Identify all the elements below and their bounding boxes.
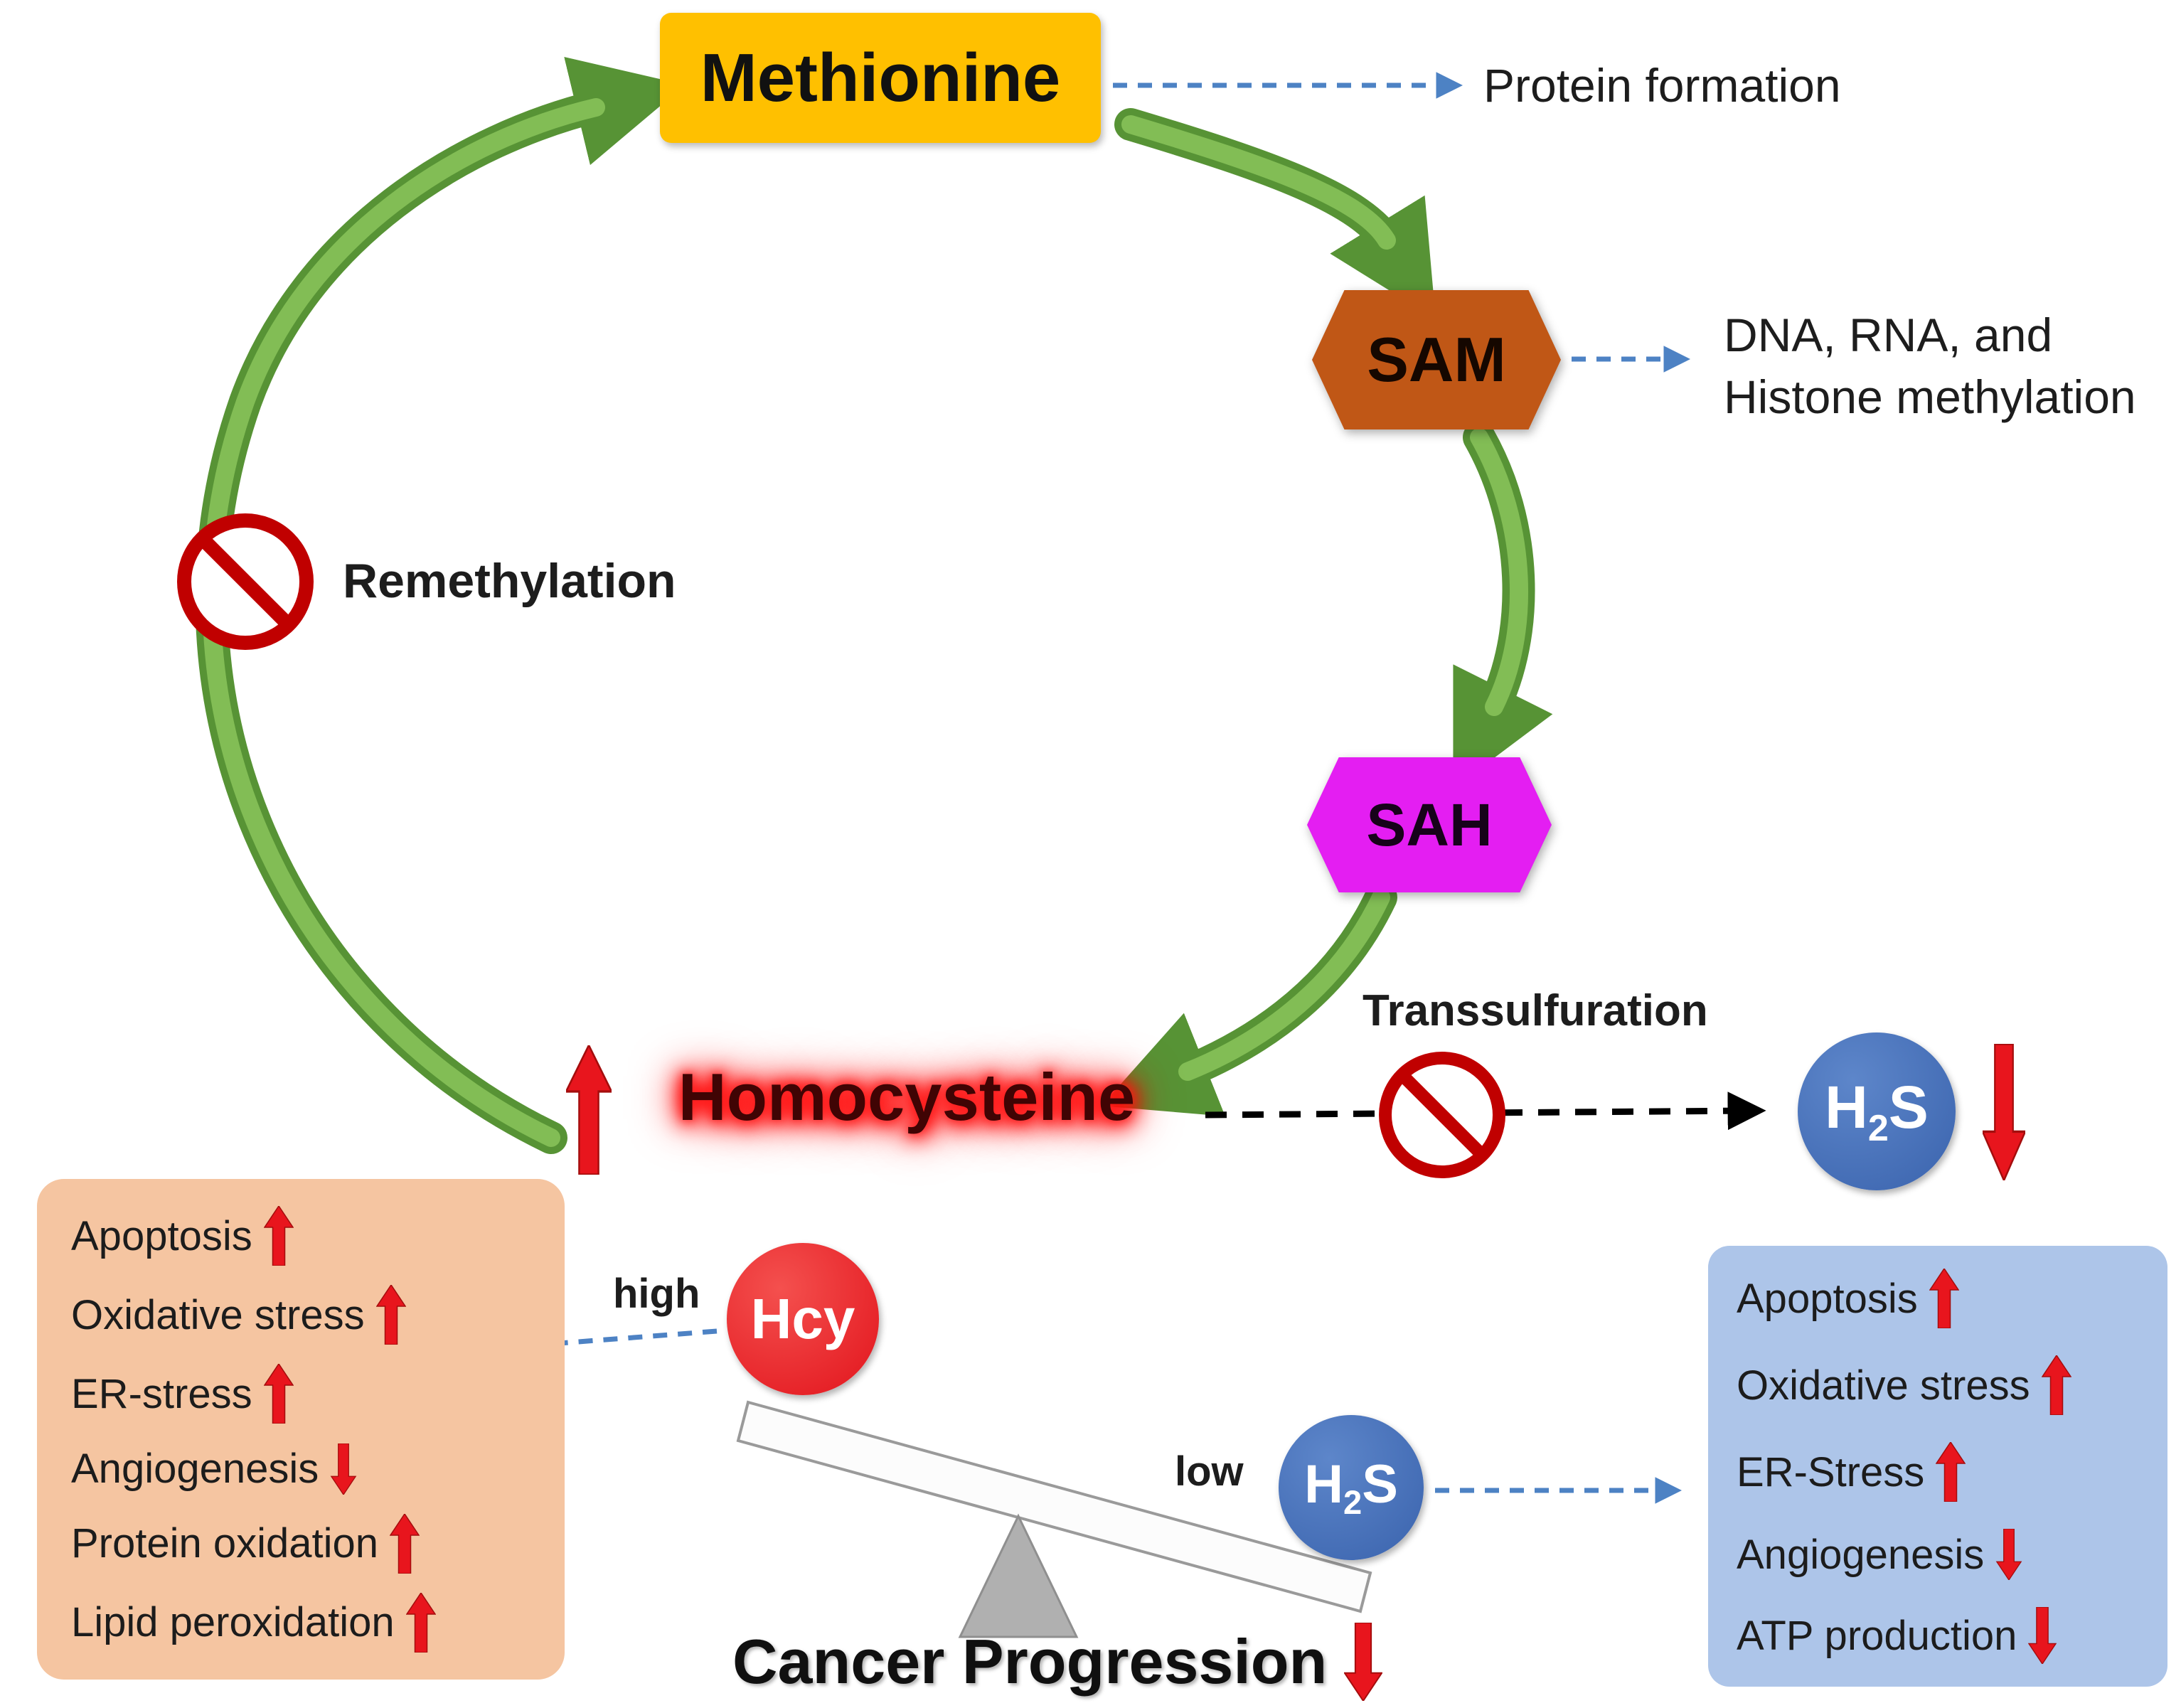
effect-label: ER-Stress: [1737, 1448, 1925, 1495]
down-arrow-icon: [2028, 1607, 2057, 1664]
up-arrow-icon: [263, 1364, 294, 1424]
sam-node: SAM: [1312, 290, 1561, 429]
effect-item: Lipid peroxidation: [71, 1592, 552, 1653]
effect-label: Apoptosis: [1737, 1275, 1918, 1322]
cycle-arrow-methionine-to-sam: [1114, 108, 1436, 319]
protein-formation-label: Protein formation: [1483, 59, 1841, 112]
effect-item: Angiogenesis: [71, 1443, 552, 1495]
h2s-label: H2S: [1825, 1074, 1929, 1149]
effect-label: Lipid peroxidation: [71, 1599, 395, 1646]
seesaw-plank: [736, 1400, 1372, 1613]
h2s-down-arrow-icon: [1983, 1044, 2025, 1180]
cycle-arrow-sam-to-sah: [1453, 421, 1553, 789]
effect-item: Oxidative stress: [1737, 1355, 2158, 1415]
low-h2s-effects-box: Apoptosis Oxidative stress ER-Stress Ang…: [1708, 1246, 2167, 1687]
cycle-arrow-homocysteine-to-methionine: [195, 57, 686, 1154]
down-arrow-icon: [1995, 1529, 2022, 1580]
up-arrow-icon: [1929, 1269, 1959, 1328]
effect-label: Oxidative stress: [1737, 1362, 2030, 1409]
low-label: low: [1175, 1448, 1244, 1495]
seesaw-fulcrum: [958, 1513, 1079, 1638]
effect-label: ATP production: [1737, 1612, 2017, 1659]
effect-item: Apoptosis: [1737, 1269, 2158, 1328]
effect-item: Apoptosis: [71, 1206, 552, 1266]
up-arrow-icon: [1936, 1442, 1966, 1502]
up-arrow-icon: [263, 1206, 294, 1266]
up-arrow-icon: [405, 1592, 436, 1653]
up-arrow-icon: [390, 1513, 420, 1574]
cancer-progression-label: Cancer Progression: [732, 1626, 1328, 1697]
hcy-label: Hcy: [750, 1287, 855, 1350]
homocysteine-up-arrow-icon: [566, 1045, 612, 1175]
effect-label: Protein oxidation: [71, 1520, 379, 1567]
effect-label: Angiogenesis: [71, 1446, 319, 1493]
hcy-node: Hcy: [727, 1243, 879, 1395]
effect-item: ER-Stress: [1737, 1442, 2158, 1502]
effect-item: Protein oxidation: [71, 1513, 552, 1574]
sam-label: SAM: [1367, 324, 1506, 395]
effect-item: Oxidative stress: [71, 1285, 552, 1345]
h2s-node: H2S: [1798, 1032, 1956, 1190]
methionine-node: Methionine: [660, 13, 1101, 143]
effect-item: ER-stress: [71, 1364, 552, 1424]
transsulfuration-label: Transsulfuration: [1363, 986, 1708, 1035]
cancer-progression-caption: Cancer Progression: [732, 1623, 1383, 1701]
homocysteine-node: Homocysteine: [636, 1051, 1177, 1143]
effect-label: Angiogenesis: [1737, 1531, 1985, 1578]
methylation-line2: Histone methylation: [1724, 370, 2136, 424]
methylation-line1: DNA, RNA, and: [1724, 309, 2053, 361]
h2s-seesaw-label: H2S: [1304, 1453, 1398, 1522]
cycle-arrow-sah-to-homocysteine: [1101, 881, 1397, 1116]
up-arrow-icon: [375, 1285, 406, 1345]
sah-label: SAH: [1366, 791, 1493, 858]
methionine-label: Methionine: [700, 39, 1061, 116]
up-arrow-icon: [2041, 1355, 2071, 1415]
down-arrow-icon: [330, 1443, 357, 1495]
down-arrow-icon: [1344, 1623, 1383, 1701]
prohibition-remethylation-icon: [177, 513, 314, 650]
effect-item: Angiogenesis: [1737, 1529, 2158, 1580]
prohibition-transsulfuration-icon: [1379, 1052, 1505, 1178]
sah-node: SAH: [1307, 757, 1552, 892]
methylation-label: DNA, RNA, and Histone methylation: [1724, 304, 2136, 428]
homocysteine-label: Homocysteine: [678, 1060, 1136, 1134]
high-hcy-effects-box: Apoptosis Oxidative stress ER-stress Ang…: [37, 1179, 565, 1680]
effect-item: ATP production: [1737, 1607, 2158, 1664]
seesaw: [736, 1400, 1372, 1638]
remethylation-label: Remethylation: [343, 554, 676, 608]
sam-hexagon: SAM: [1312, 290, 1561, 429]
high-label: high: [613, 1271, 700, 1317]
effect-label: ER-stress: [71, 1370, 252, 1417]
effect-label: Oxidative stress: [71, 1291, 365, 1338]
h2s-seesaw-node: H2S: [1279, 1415, 1424, 1560]
sah-hexagon: SAH: [1307, 757, 1552, 892]
effect-label: Apoptosis: [71, 1212, 252, 1259]
